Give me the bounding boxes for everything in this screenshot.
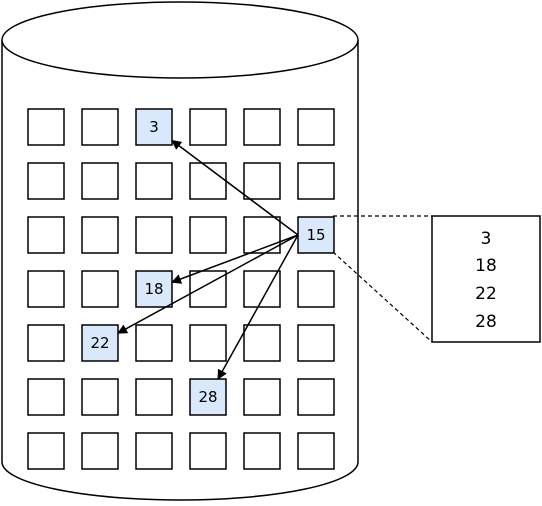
- block: [81, 432, 119, 470]
- block: [135, 216, 173, 254]
- block: [27, 108, 65, 146]
- block: [81, 108, 119, 146]
- block: [81, 378, 119, 416]
- index-entry: 28: [475, 312, 497, 332]
- block-label: 22: [90, 334, 109, 352]
- block: [189, 108, 227, 146]
- callout-line-bottom: [332, 251, 433, 343]
- pointer-arrow: [171, 139, 299, 236]
- block: [189, 162, 227, 200]
- index-entry: 3: [481, 229, 492, 249]
- block: [243, 216, 281, 254]
- index-box: 3 18 22 28: [431, 215, 541, 343]
- block: [27, 432, 65, 470]
- block: [189, 216, 227, 254]
- callout-lines: [332, 215, 433, 343]
- block: [27, 162, 65, 200]
- block: [27, 324, 65, 362]
- pointer-arrows: [117, 139, 299, 380]
- block: [135, 162, 173, 200]
- block-highlighted: [297, 216, 335, 254]
- block-label: 18: [144, 280, 163, 298]
- block: [243, 378, 281, 416]
- block: [189, 324, 227, 362]
- block: [297, 378, 335, 416]
- block: [243, 324, 281, 362]
- block: [135, 432, 173, 470]
- block: [81, 270, 119, 308]
- cylinder-top: [1, 1, 359, 79]
- block: [27, 378, 65, 416]
- pointer-arrow: [217, 234, 299, 380]
- pointer-arrow: [171, 234, 299, 284]
- block: [135, 324, 173, 362]
- block: [27, 216, 65, 254]
- block: [297, 324, 335, 362]
- index-box-frame: [431, 215, 541, 343]
- block: [81, 162, 119, 200]
- pointer-arrow: [117, 234, 299, 334]
- index-entry: 18: [475, 256, 497, 276]
- block-label: 28: [198, 388, 217, 406]
- block: [189, 432, 227, 470]
- index-entry: 22: [475, 284, 497, 304]
- block-highlighted: [189, 378, 227, 416]
- block: [297, 270, 335, 308]
- block: [81, 216, 119, 254]
- block-label: 15: [306, 226, 325, 244]
- block-label: 3: [149, 118, 159, 136]
- block-highlighted: [135, 270, 173, 308]
- block: [297, 432, 335, 470]
- block: [243, 162, 281, 200]
- block-highlighted: [81, 324, 119, 362]
- block: [243, 432, 281, 470]
- block: [27, 270, 65, 308]
- block: [297, 108, 335, 146]
- block: [297, 162, 335, 200]
- block-grid: 3 15 18 22 28: [27, 108, 335, 470]
- block-highlighted: [135, 108, 173, 146]
- block: [135, 378, 173, 416]
- block: [243, 108, 281, 146]
